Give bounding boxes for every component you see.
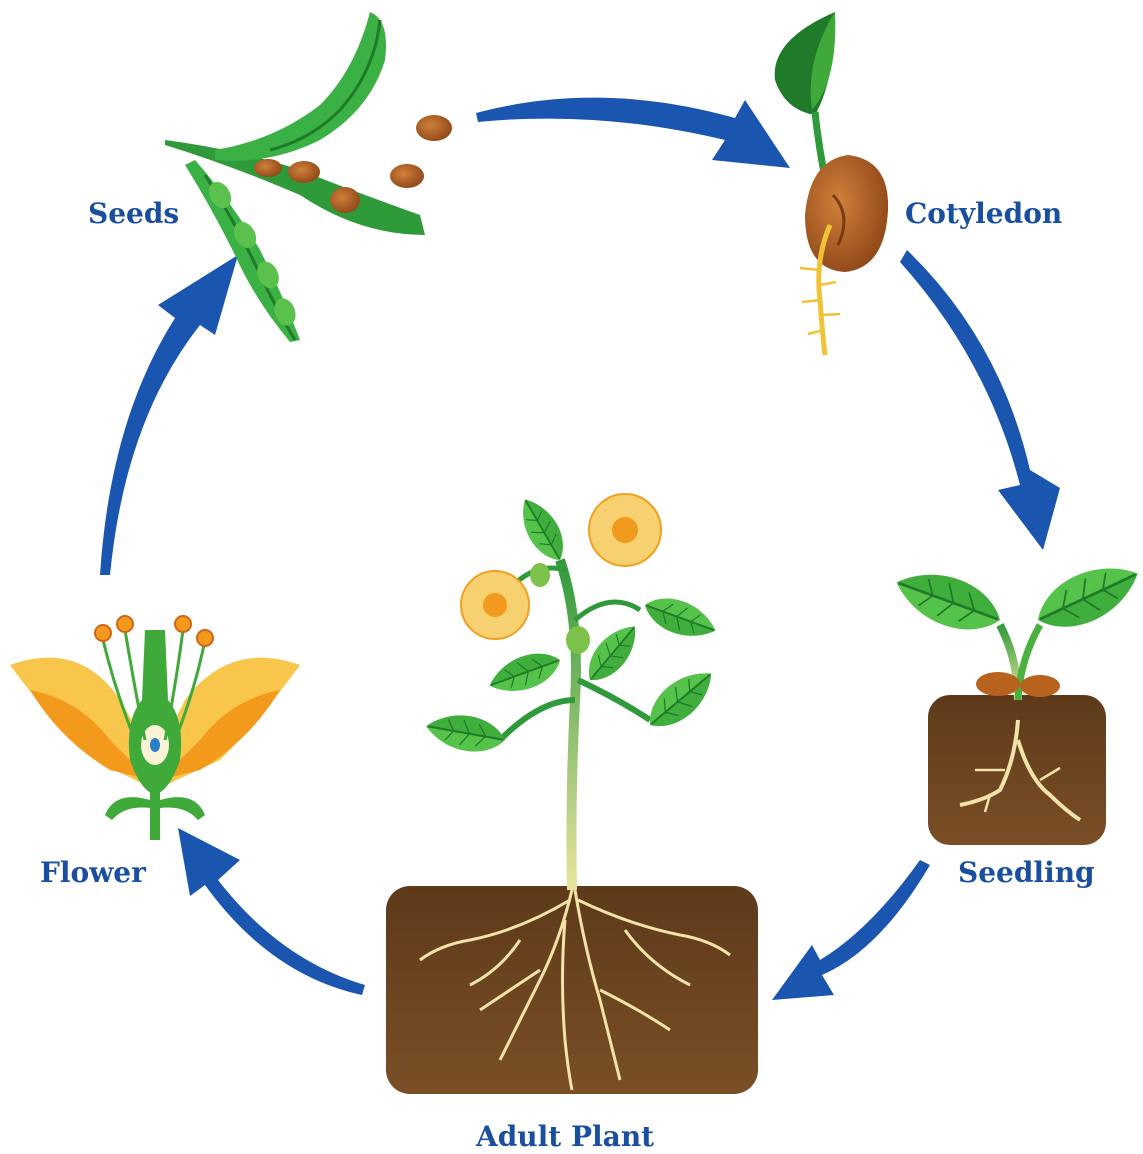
arrow-seedling-to-adult <box>772 860 930 1000</box>
arrow-seeds-to-cotyledon <box>476 98 790 168</box>
stage-label-seeds: Seeds <box>88 197 179 230</box>
stage-label-seedling: Seedling <box>958 856 1095 889</box>
stage-label-adult-plant: Adult Plant <box>476 1120 654 1153</box>
arrow-flower-to-seeds <box>100 255 238 575</box>
stage-label-cotyledon: Cotyledon <box>905 197 1062 230</box>
arrow-adult-to-flower <box>178 828 365 995</box>
seedling-icon <box>888 552 1143 845</box>
germinating-seed-icon <box>775 12 888 355</box>
flower-cross-section-icon <box>10 616 300 840</box>
adult-plant-icon <box>386 492 758 1094</box>
stage-label-flower: Flower <box>40 856 146 889</box>
arrow-cotyledon-to-seedling <box>900 250 1060 550</box>
